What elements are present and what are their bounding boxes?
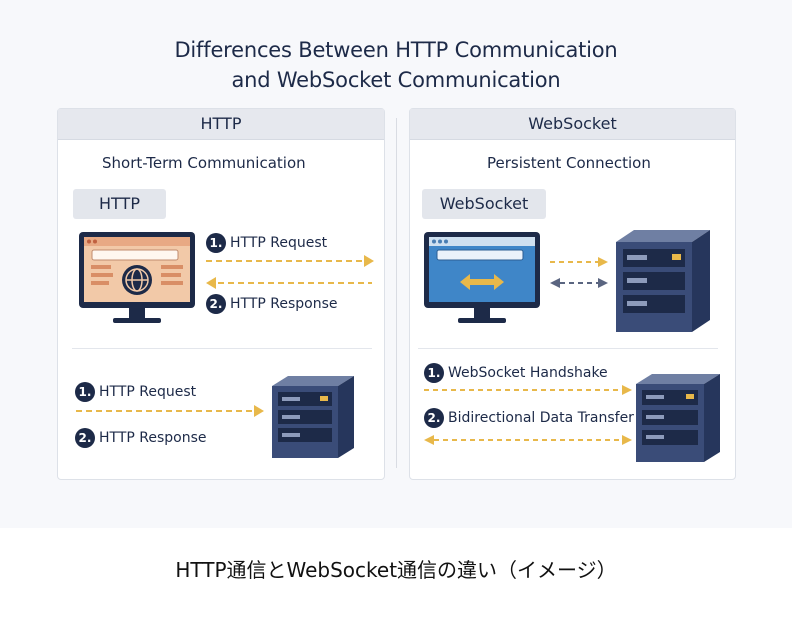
websocket-bottom-server-icon [636,374,720,462]
figure-caption: HTTP通信とWebSocket通信の違い（イメージ） [175,558,617,582]
arrow-head-left-icon [206,277,216,289]
websocket-panel-header: WebSocket [410,109,735,140]
section-separator [418,348,718,349]
arrow-head-right-icon [598,278,608,288]
step-number-badge: 2. [75,428,95,448]
http-bottom-step1-label: 1.HTTP Request [75,382,196,402]
diagram-title-line1: Differences Between HTTP Communication [174,38,618,62]
step-number-badge: 1. [424,363,444,383]
http-top-arrows [206,255,374,289]
http-panel-header: HTTP [58,109,384,140]
http-bottom-request-arrow [76,405,264,417]
websocket-step2-label: 2.Bidirectional Data Transfer [424,408,634,428]
arrow-head-right-icon [622,435,632,445]
bidirectional-arrow-icon [460,274,504,290]
http-tag: HTTP [73,189,166,219]
http-subtitle: Short-Term Communication [102,154,306,172]
arrow-head-right-icon [364,255,374,267]
websocket-top-arrows [550,257,608,288]
step-number-badge: 1. [75,382,95,402]
step-number-badge: 1. [206,233,226,253]
arrow-head-left-icon [424,435,434,445]
websocket-step1-label: 1.WebSocket Handshake [424,363,608,383]
http-server-icon [272,376,354,458]
websocket-tag: WebSocket [422,189,546,219]
websocket-client-monitor-icon [424,232,540,323]
step-number-badge: 2. [206,294,226,314]
websocket-handshake-arrow [424,385,632,395]
websocket-bidirectional-arrow [424,435,632,445]
arrow-head-right-icon [622,385,632,395]
panel-divider [396,118,397,468]
arrow-head-left-icon [550,278,560,288]
diagram-title-line2: and WebSocket Communication [231,68,561,92]
section-separator [72,348,372,349]
arrow-head-right-icon [254,405,264,417]
websocket-top-server-icon [616,230,710,332]
arrow-head-right-icon [598,257,608,267]
http-top-step2-label: 2.HTTP Response [206,294,338,314]
websocket-subtitle: Persistent Connection [487,154,651,172]
http-top-step1-label: 1.HTTP Request [206,233,327,253]
diagram-figure: Differences Between HTTP Communication a… [57,38,736,480]
http-client-monitor-icon [79,232,195,323]
http-bottom-step2-label: 2.HTTP Response [75,428,207,448]
step-number-badge: 2. [424,408,444,428]
